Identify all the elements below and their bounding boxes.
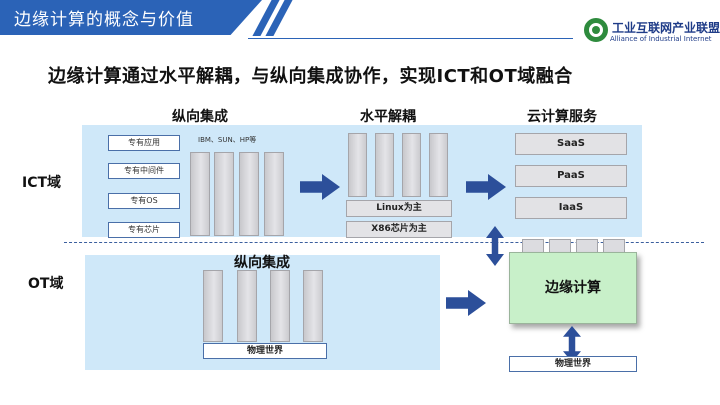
chip-proprietary-silicon: 专有芯片 — [108, 222, 180, 238]
cloud-service-iaas: IaaS — [515, 197, 627, 219]
double-arrow-vertical-icon — [486, 226, 504, 266]
domain-divider — [64, 242, 704, 243]
decouple-slab — [402, 133, 421, 197]
header-band — [0, 0, 262, 35]
chip-proprietary-os: 专有OS — [108, 193, 180, 209]
edge-tab — [603, 239, 625, 253]
edge-tab — [576, 239, 598, 253]
slide-subtitle: 边缘计算通过水平解耦，与纵向集成协作，实现ICT和OT域融合 — [48, 66, 573, 87]
ict-vertical-slab — [214, 152, 234, 236]
linux-bar: Linux为主 — [346, 200, 452, 217]
gear-logo-icon — [584, 18, 608, 42]
chip-proprietary-app: 专有应用 — [108, 135, 180, 151]
header-rule — [248, 38, 573, 39]
decouple-slab — [348, 133, 367, 197]
ot-vertical-slab — [237, 270, 257, 342]
logo-name-cn: 工业互联网产业联盟 — [612, 21, 720, 35]
edge-tab — [549, 239, 571, 253]
chip-proprietary-middleware: 专有中间件 — [108, 163, 180, 179]
ot-domain-label: OT域 — [28, 276, 64, 292]
cloud-service-paas: PaaS — [515, 165, 627, 187]
ict-domain-label: ICT域 — [22, 175, 62, 191]
ict-vertical-slab — [190, 152, 210, 236]
column-heading-horizontal: 水平解耦 — [360, 109, 416, 125]
double-arrow-vertical-icon — [563, 326, 581, 362]
ict-vertical-slab — [264, 152, 284, 236]
edge-computing-box: 边缘计算 — [509, 252, 637, 324]
edge-physical-world: 物理世界 — [509, 356, 637, 372]
ot-physical-world: 物理世界 — [203, 343, 327, 359]
x86-bar: X86芯片为主 — [346, 221, 452, 238]
logo-name-en: Alliance of Industrial Internet — [610, 35, 712, 43]
column-heading-vertical: 纵向集成 — [172, 109, 228, 125]
edge-tab — [522, 239, 544, 253]
decouple-slab — [375, 133, 394, 197]
ot-vertical-slab — [270, 270, 290, 342]
vendor-note: IBM、SUN、HP等 — [198, 136, 257, 144]
ot-vertical-slab — [203, 270, 223, 342]
ict-vertical-slab — [239, 152, 259, 236]
ot-vertical-heading: 纵向集成 — [234, 255, 290, 271]
arrow-right-icon — [446, 290, 486, 316]
cloud-service-saas: SaaS — [515, 133, 627, 155]
ot-vertical-slab — [303, 270, 323, 342]
slide-title: 边缘计算的概念与价值 — [14, 10, 194, 30]
column-heading-cloud: 云计算服务 — [527, 109, 597, 125]
decouple-slab — [429, 133, 448, 197]
